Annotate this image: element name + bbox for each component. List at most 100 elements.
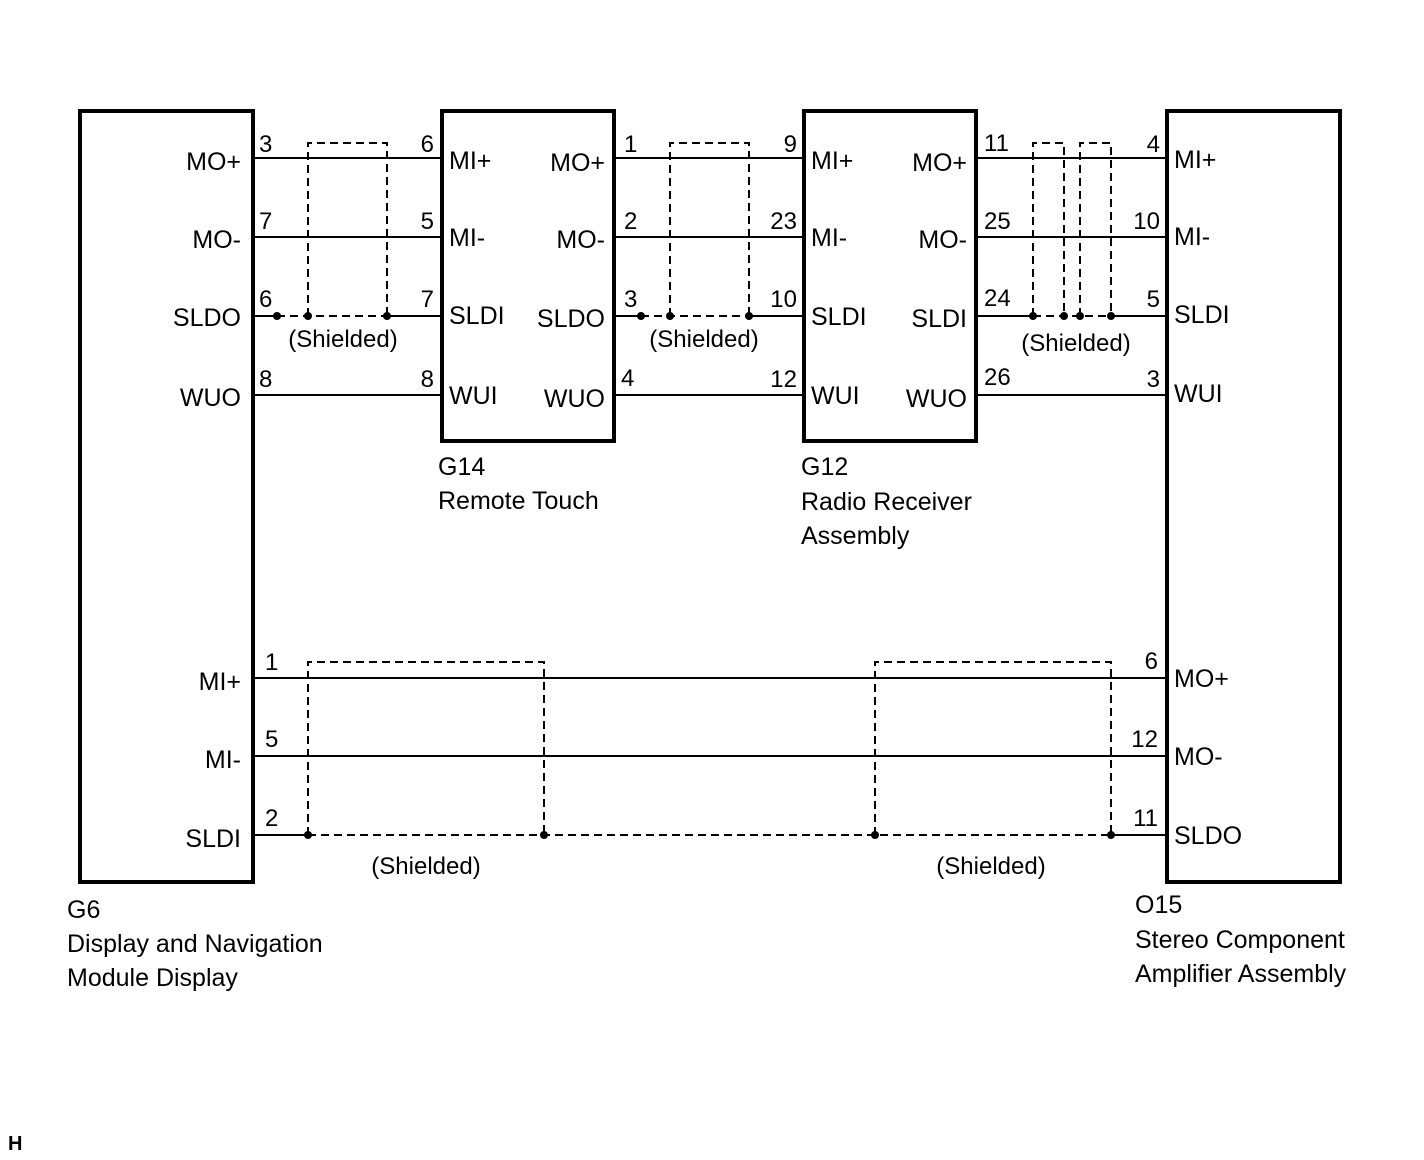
pin-number: 3: [1147, 366, 1160, 393]
pin-number: 25: [984, 208, 1011, 235]
wires-g14-g12: [614, 142, 804, 396]
wires-g6-g14: [253, 142, 442, 396]
pin-number: 7: [421, 286, 434, 313]
splice-point: [1107, 312, 1115, 320]
pin-number: 4: [1147, 131, 1160, 158]
pin-number: 9: [784, 131, 797, 158]
o15-box: [1165, 109, 1342, 884]
shielded-label: (Shielded): [649, 326, 758, 353]
splice-point: [540, 831, 548, 839]
g14-signal-mi-minus: MI-: [449, 224, 485, 252]
pin-number: 12: [770, 366, 797, 393]
g6-signal-wuo: WUO: [180, 384, 241, 412]
pin-number: 4: [621, 365, 634, 392]
wires-g12-o15: [976, 142, 1167, 396]
g6-signal-mo-minus: MO-: [192, 226, 241, 254]
o15-signal-sldi: SLDI: [1174, 301, 1230, 329]
splice-point: [1107, 831, 1115, 839]
g12-name-line2: Assembly: [801, 522, 910, 550]
g12-signal-sldi: SLDI: [911, 305, 967, 333]
g14-name-line1: Remote Touch: [438, 487, 599, 515]
splice-point: [745, 312, 753, 320]
g14-signal-sldi: SLDI: [449, 302, 505, 330]
g12-name-line1: Radio Receiver: [801, 488, 972, 516]
g12-code: G12: [801, 453, 848, 481]
pin-number: 6: [421, 131, 434, 158]
shielded-label: (Shielded): [371, 853, 480, 880]
splice-point: [637, 312, 645, 320]
shielded-label: (Shielded): [1021, 330, 1130, 357]
g14-signal-mo-plus: MO+: [550, 149, 605, 177]
g12-signal-wui: WUI: [811, 382, 860, 410]
splice-point: [304, 831, 312, 839]
splice-point: [871, 831, 879, 839]
pin-number: 2: [265, 805, 278, 832]
splice-point: [383, 312, 391, 320]
splice-point: [1076, 312, 1084, 320]
o15-signal-mi-minus: MI-: [1174, 223, 1210, 251]
shielded-label: (Shielded): [936, 853, 1045, 880]
g12-signal-mo-minus: MO-: [918, 226, 967, 254]
g14-signal-mo-minus: MO-: [556, 226, 605, 254]
pin-number: 24: [984, 285, 1011, 312]
pin-number: 10: [770, 286, 797, 313]
g14-signal-wuo: WUO: [544, 385, 605, 413]
corner-mark: H: [8, 1133, 22, 1155]
pin-number: 5: [265, 726, 278, 753]
g12-box: [802, 109, 978, 443]
g12-signal-mo-plus: MO+: [912, 149, 967, 177]
shield-3b: [1079, 142, 1112, 316]
g14-box: [440, 109, 616, 443]
g6-signal-mi-minus: MI-: [205, 746, 241, 774]
shielded-label: (Shielded): [288, 326, 397, 353]
splice-point: [1029, 312, 1037, 320]
splice-point: [273, 312, 281, 320]
pin-number: 7: [259, 208, 272, 235]
g6-signal-sldi: SLDI: [185, 825, 241, 853]
g12-signal-mi-plus: MI+: [811, 147, 853, 175]
shield-bottom-left: [307, 661, 545, 835]
g14-signal-wui: WUI: [449, 382, 498, 410]
g14-signal-sldo: SLDO: [537, 305, 605, 333]
o15-signal-sldo: SLDO: [1174, 822, 1242, 850]
shield-bottom-right: [874, 661, 1112, 835]
g6-signal-mo-plus: MO+: [186, 148, 241, 176]
pin-number: 23: [770, 208, 797, 235]
o15-signal-mo-plus: MO+: [1174, 665, 1229, 693]
wires-o15-g6: [253, 661, 1167, 839]
pin-number: 12: [1131, 726, 1158, 753]
pin-number: 10: [1133, 208, 1160, 235]
splice-point: [304, 312, 312, 320]
g14-code: G14: [438, 453, 485, 481]
g12-signal-sldi: SLDI: [811, 303, 867, 331]
o15-signal-wui: WUI: [1174, 380, 1223, 408]
shield-2: [669, 142, 750, 316]
shield-1: [307, 142, 388, 316]
pin-number: 3: [259, 131, 272, 158]
g14-signal-mi-plus: MI+: [449, 147, 491, 175]
pin-number: 3: [624, 286, 637, 313]
pin-number: 8: [259, 366, 272, 393]
shield-3a: [1032, 142, 1065, 316]
pin-number: 11: [1133, 805, 1158, 832]
g12-signal-wuo: WUO: [906, 385, 967, 413]
g6-signal-sldo: SLDO: [173, 304, 241, 332]
pin-number: 8: [421, 366, 434, 393]
g6-name-line1: Display and Navigation: [67, 930, 323, 958]
pin-number: 5: [421, 208, 434, 235]
splice-point: [1060, 312, 1068, 320]
g6-name-line2: Module Display: [67, 964, 238, 992]
g6-signal-mi-plus: MI+: [199, 668, 241, 696]
pin-number: 6: [1145, 648, 1158, 675]
o15-name-line2: Amplifier Assembly: [1135, 960, 1347, 988]
pin-number: 6: [259, 286, 272, 313]
splice-point: [666, 312, 674, 320]
g6-code: G6: [67, 896, 100, 924]
o15-signal-mi-plus: MI+: [1174, 146, 1216, 174]
o15-code: O15: [1135, 891, 1182, 919]
pin-number: 26: [984, 364, 1011, 391]
pin-number: 5: [1147, 286, 1160, 313]
g6-box: [78, 109, 255, 884]
pin-number: 1: [265, 649, 278, 676]
